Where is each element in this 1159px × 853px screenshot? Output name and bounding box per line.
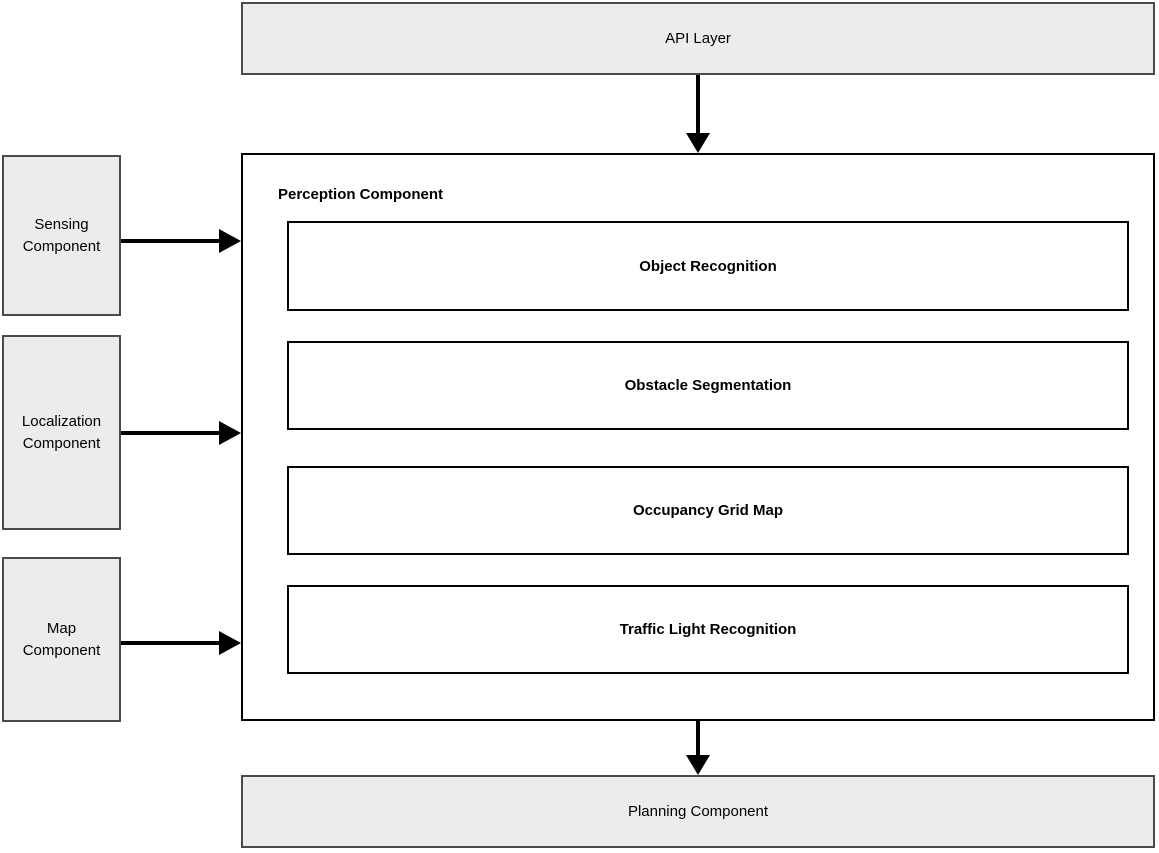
node-planning-component: Planning Component bbox=[241, 775, 1155, 848]
node-localization-component: Localization Component bbox=[2, 335, 121, 530]
node-traffic-light-recognition: Traffic Light Recognition bbox=[287, 585, 1129, 674]
node-api-layer: API Layer bbox=[241, 2, 1155, 75]
node-api-layer-label: API Layer bbox=[665, 29, 731, 47]
arrow-api-to-perception-head-icon bbox=[686, 133, 710, 153]
node-obstacle-segmentation: Obstacle Segmentation bbox=[287, 341, 1129, 430]
arrow-perception-to-planning-head-icon bbox=[686, 755, 710, 775]
arrow-localization-to-perception-head-icon bbox=[219, 421, 241, 445]
arrow-localization-to-perception-line bbox=[121, 431, 219, 435]
arrow-map-to-perception-head-icon bbox=[219, 631, 241, 655]
arrow-map-to-perception-line bbox=[121, 641, 219, 645]
node-traffic-light-recognition-label: Traffic Light Recognition bbox=[619, 621, 797, 638]
node-planning-component-label: Planning Component bbox=[627, 802, 769, 820]
node-object-recognition-label: Object Recognition bbox=[639, 257, 777, 275]
node-occupancy-grid-map: Occupancy Grid Map bbox=[287, 466, 1129, 555]
node-sensing-component-label: Sensing Component bbox=[22, 215, 101, 255]
node-map-component-label: Map Component bbox=[22, 619, 101, 659]
node-map-component: Map Component bbox=[2, 557, 121, 722]
arrow-sensing-to-perception-head-icon bbox=[219, 229, 241, 253]
node-object-recognition: Object Recognition bbox=[287, 221, 1129, 311]
node-occupancy-grid-map-label: Occupancy Grid Map bbox=[632, 502, 784, 519]
node-localization-component-label: Localization Component bbox=[21, 412, 102, 452]
arrow-sensing-to-perception-line bbox=[121, 239, 219, 243]
node-obstacle-segmentation-label: Obstacle Segmentation bbox=[624, 377, 792, 394]
node-perception-component: Perception Component Object Recognition … bbox=[241, 153, 1155, 721]
arrow-perception-to-planning-line bbox=[696, 721, 700, 756]
node-perception-component-title: Perception Component bbox=[278, 186, 444, 203]
node-sensing-component: Sensing Component bbox=[2, 155, 121, 316]
arrow-api-to-perception-line bbox=[696, 75, 700, 134]
